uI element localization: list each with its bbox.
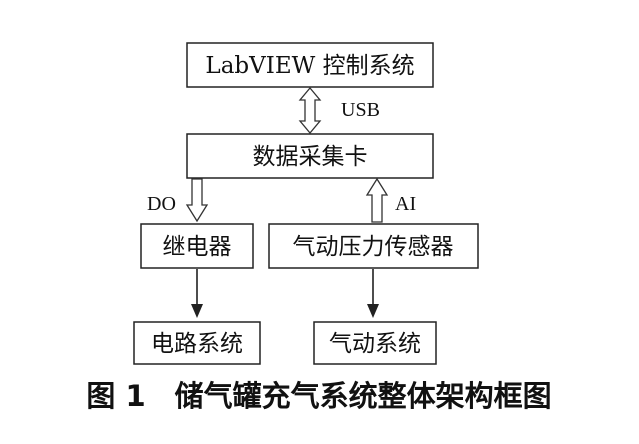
do-arrow <box>185 178 209 223</box>
node-pneumatic-label: 气动系统 <box>329 331 421 357</box>
node-daq-label: 数据采集卡 <box>253 144 368 170</box>
node-circuit-label: 电路系统 <box>151 331 243 357</box>
node-labview-label: LabVIEW 控制系统 <box>205 53 414 79</box>
node-labview: LabVIEW 控制系统 <box>186 42 434 88</box>
usb-double-arrow <box>298 86 322 135</box>
ai-arrow <box>365 177 389 223</box>
node-relay-label: 继电器 <box>163 234 232 260</box>
node-daq: 数据采集卡 <box>186 133 434 179</box>
edge-label-ai: AI <box>395 193 416 215</box>
sensor-to-pneumatic-arrow <box>367 269 379 318</box>
node-pressure-sensor: 气动压力传感器 <box>268 223 479 269</box>
node-relay: 继电器 <box>140 223 254 269</box>
node-circuit: 电路系统 <box>133 321 261 365</box>
node-pneumatic: 气动系统 <box>313 321 437 365</box>
edge-label-usb: USB <box>341 99 380 121</box>
figure-caption: 图 1 储气罐充气系统整体架构框图 <box>86 379 551 413</box>
relay-to-circuit-arrow <box>191 269 203 318</box>
node-pressure-sensor-label: 气动压力传感器 <box>293 234 454 260</box>
edge-label-do: DO <box>147 193 176 215</box>
